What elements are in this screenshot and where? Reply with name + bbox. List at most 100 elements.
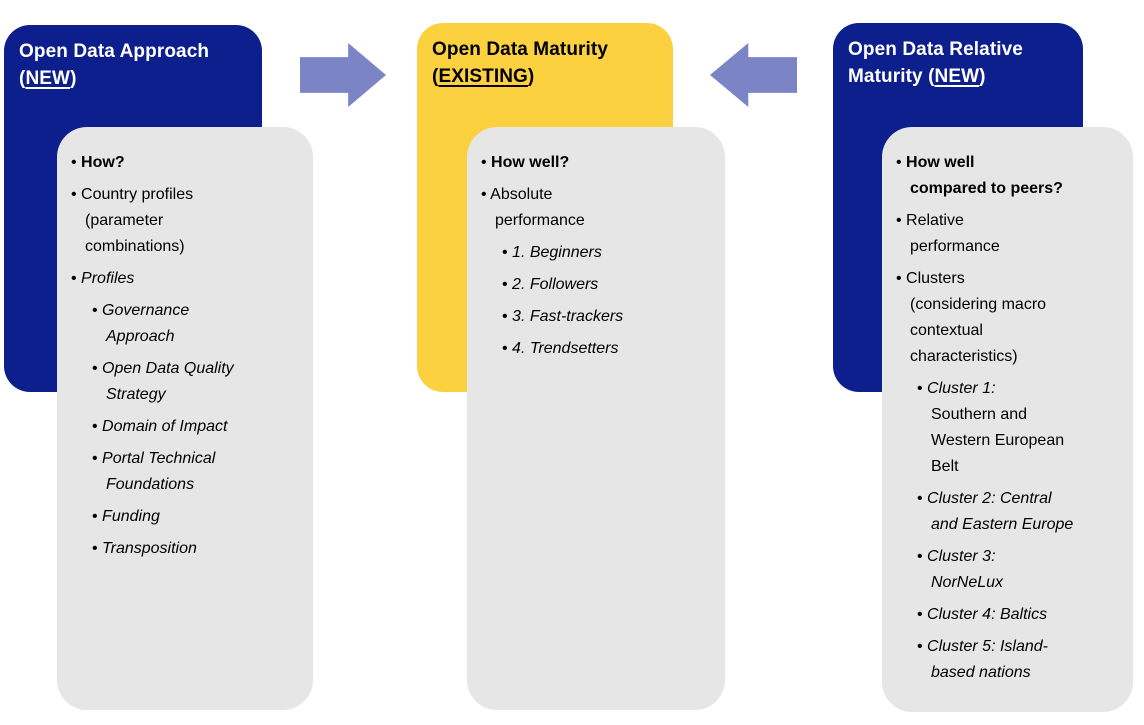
bullet-icon: • <box>481 186 491 203</box>
text-run: 3. Fast-trackers <box>512 308 624 325</box>
list-item: • How well compared to peers? <box>896 150 1117 202</box>
text-run: ) <box>979 66 986 87</box>
bullet-icon: • <box>896 212 907 229</box>
text-run: Cluster 1: <box>927 380 996 397</box>
text-run: ( <box>19 68 26 89</box>
text-run: Country profiles <box>81 186 194 203</box>
text-run: 2. Followers <box>512 276 599 293</box>
text-run: contextual <box>910 322 983 339</box>
bullet-icon: • <box>92 450 103 467</box>
list-item: • Cluster 2: Central and Eastern Europe <box>917 486 1117 538</box>
text-run: Domain of Impact <box>102 418 228 435</box>
text-run: Relative <box>906 212 964 229</box>
text-run: ( <box>432 66 439 87</box>
text-run: Strategy <box>106 386 166 403</box>
bullet-icon: • <box>917 606 928 623</box>
bullet-icon: • <box>896 270 907 287</box>
text-run: Funding <box>102 508 160 525</box>
text-run: ) <box>527 66 535 87</box>
bullet-icon: • <box>896 154 907 171</box>
list-item: • 4. Trendsetters <box>502 336 709 362</box>
list-item: • Profiles <box>71 266 297 292</box>
text-run: Southern and <box>931 406 1028 423</box>
text-run: and Eastern Europe <box>931 516 1074 533</box>
text-run: Western European <box>931 432 1065 449</box>
text-run: How well <box>906 154 975 171</box>
text-run: Cluster 5: Island- <box>927 638 1048 655</box>
bullet-icon: • <box>71 154 82 171</box>
text-run: Cluster 4: Baltics <box>927 606 1048 623</box>
text-run: How well? <box>491 154 570 171</box>
text-run: NEW <box>25 68 71 89</box>
bullet-icon: • <box>917 380 928 397</box>
text-run: Governance <box>102 302 190 319</box>
list-item: • Cluster 4: Baltics <box>917 602 1117 628</box>
text-run: How? <box>81 154 125 171</box>
text-run: Cluster 2: Central <box>927 490 1052 507</box>
bullet-icon: • <box>481 154 492 171</box>
bullet-icon: • <box>502 308 513 325</box>
list-item: • Cluster 5: Island-based nations <box>917 634 1117 686</box>
list-item: • How well? <box>481 150 709 176</box>
text-run: Foundations <box>106 476 195 493</box>
bullet-icon: • <box>917 490 928 507</box>
bullet-icon: • <box>92 360 103 377</box>
text-run: Maturity ( <box>848 66 935 87</box>
text-run: performance <box>495 212 585 229</box>
text-run: Approach <box>106 328 175 345</box>
text-run: compared to peers? <box>910 180 1063 197</box>
text-run: 1. Beginners <box>512 244 602 261</box>
header-line: Maturity (NEW) <box>848 63 1069 90</box>
header-line: (EXISTING) <box>432 63 659 90</box>
bullet-icon: • <box>502 244 513 261</box>
list-item: • Funding <box>92 504 297 530</box>
text-run: (considering macro <box>910 296 1047 313</box>
list-item: • Transposition <box>92 536 297 562</box>
text-run: based nations <box>931 664 1031 681</box>
bullet-icon: • <box>71 186 82 203</box>
text-run: Transposition <box>102 540 197 557</box>
header-line: (NEW) <box>19 65 248 92</box>
header-line: Open Data Relative <box>848 36 1069 63</box>
text-run: Belt <box>931 458 959 475</box>
bullet-icon: • <box>502 276 513 293</box>
header-line: Open Data Approach <box>19 38 248 65</box>
bullet-icon: • <box>502 340 513 357</box>
list-item: • Cluster 3: NorNeLux <box>917 544 1117 596</box>
text-run: Open Data Quality <box>102 360 234 377</box>
text-run: 4. Trendsetters <box>512 340 619 357</box>
list-item: • 2. Followers <box>502 272 709 298</box>
list-item: • Clusters (considering macro contextual ch… <box>896 266 1117 370</box>
text-run: characteristics) <box>910 348 1018 365</box>
text-run: combinations) <box>85 238 185 255</box>
list-item: • Domain of Impact <box>92 414 297 440</box>
bullet-icon: • <box>917 548 928 565</box>
text-run: NEW <box>934 66 980 87</box>
bullet-icon: • <box>917 638 928 655</box>
header-line: Open Data Maturity <box>432 36 659 63</box>
list-item: • 1. Beginners <box>502 240 709 266</box>
text-run: Absolute <box>490 186 553 203</box>
text-run: Clusters <box>906 270 965 287</box>
text-run: NorNeLux <box>931 574 1004 591</box>
arrow-right-icon <box>300 43 386 107</box>
arrow-left-icon <box>710 43 797 107</box>
text-run: Portal Technical <box>102 450 216 467</box>
bullet-icon: • <box>71 270 82 287</box>
text-run: (parameter <box>85 212 164 229</box>
list-item: • 3. Fast-trackers <box>502 304 709 330</box>
bullet-icon: • <box>92 540 103 557</box>
list-item: • Country profiles (parameter combinations… <box>71 182 297 260</box>
text-run: Profiles <box>81 270 135 287</box>
text-run: Open Data Maturity <box>432 39 608 60</box>
text-run: Open Data Approach <box>19 41 210 62</box>
text-run: Cluster 3: <box>927 548 996 565</box>
